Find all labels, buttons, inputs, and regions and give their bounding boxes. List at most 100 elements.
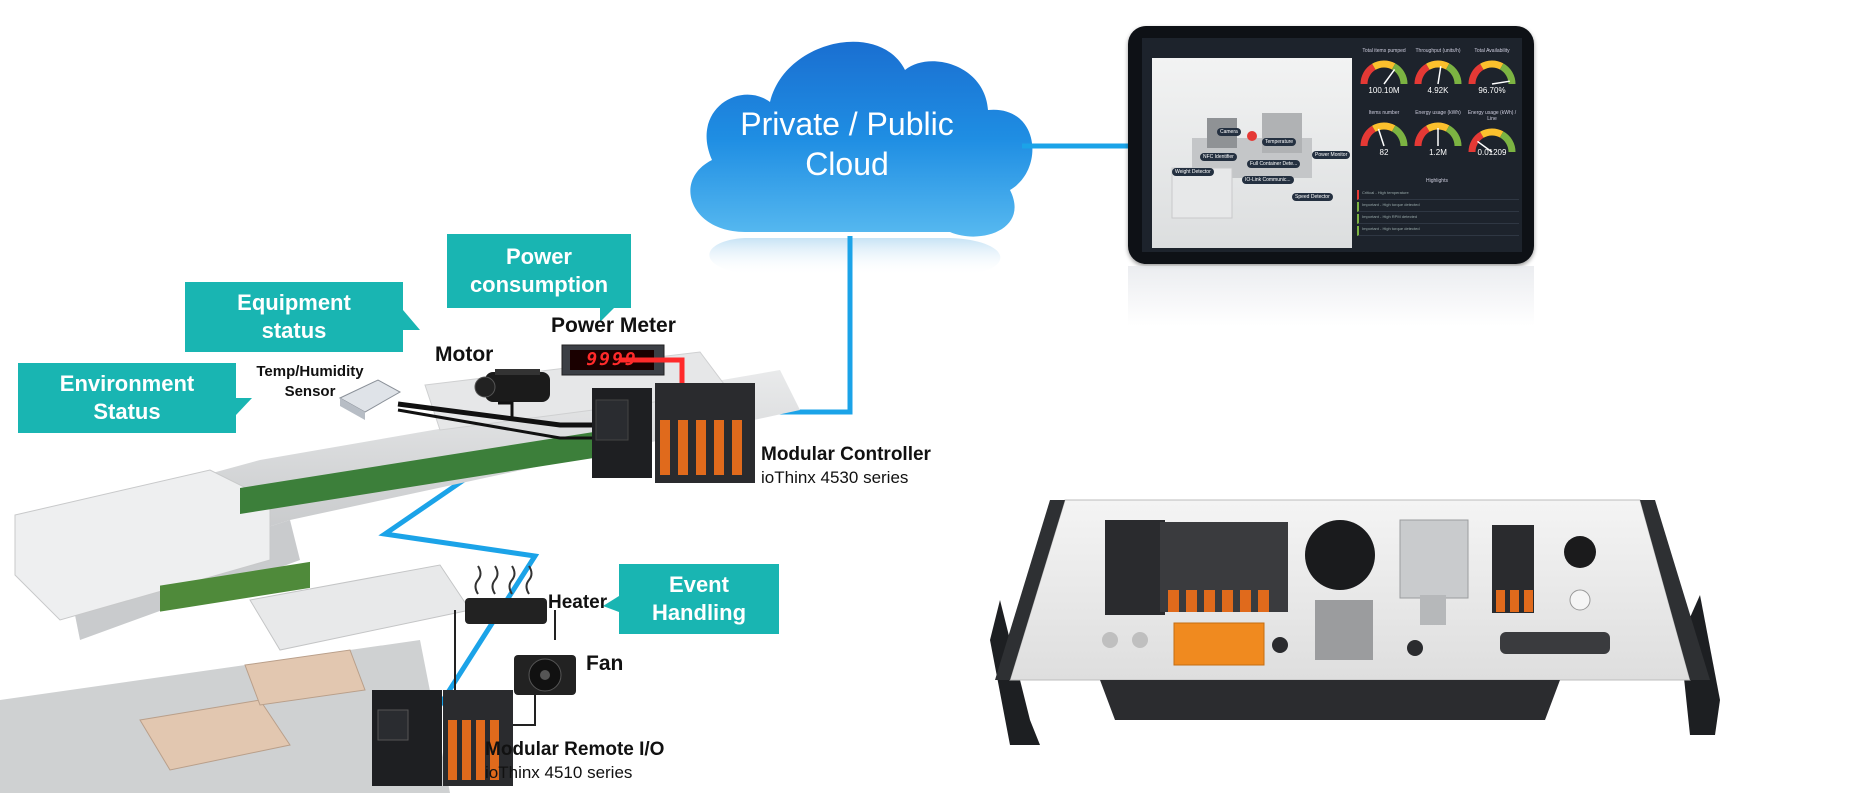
gauge-0: Total items pumped 100.10M [1357,48,1411,102]
power-meter-display: 9999 [586,349,638,370]
gauge-band [1445,125,1462,147]
gauge-value: 4.92K [1427,86,1449,95]
gauge-dial [1468,128,1516,153]
gauge-dial [1360,122,1408,147]
callout-power-line2: consumption [469,272,609,297]
gauge-needle [1491,80,1510,85]
modular-remote-io-device [372,690,513,786]
gauge-band [1468,63,1484,85]
power-meter-device [561,344,665,376]
highlight-row[interactable]: Critical - High temperature [1357,190,1519,200]
tag-speed[interactable]: Speed Detector [1292,193,1333,201]
highlight-row[interactable]: Important - High torque detected [1357,226,1519,236]
demo-kit-panel [990,499,1720,745]
gauge-needle [1476,140,1493,153]
heater-label: Heater [548,592,608,613]
gauge-band [1391,63,1408,85]
gauge-band [1372,60,1396,70]
callout-event-handling: Event Handling [619,564,779,634]
gauge-needle [1377,128,1385,147]
gauge-value: 100.10M [1368,86,1400,95]
sensor-label-line2: Sensor [284,383,336,400]
gauge-1: Throughput (units/h) 4.92K [1411,48,1465,102]
remote-io-series: ioThinx 4510 series [485,763,633,782]
highlight-text: Important - High torque detected [1362,202,1420,207]
tag-temperature[interactable]: Temperature [1262,138,1297,146]
fan-label: Fan [586,652,624,675]
gauge-band [1499,63,1516,85]
gauge-5: Energy usage (kWh) / Line 0.01209 [1465,110,1519,164]
gauge-2: Total Availability 96.70% [1465,48,1519,102]
callout-power-consumption: Power consumption [447,234,631,308]
gauge-band [1468,131,1484,153]
tag-nfc[interactable]: NFC Identifier [1200,153,1237,161]
gauge-dial [1414,60,1462,85]
gauge-dial [1360,60,1408,85]
dashboard-tablet: Camera Temperature NFC Identifier Full C… [1128,26,1534,264]
cloud-label: Private / Public Cloud [712,104,982,184]
highlight-text: Important - High torque detected [1362,226,1420,231]
callout-environment-status: Environment Status [18,363,236,433]
gauge-value: 96.70% [1478,86,1506,95]
callout-environment-line2: Status [93,399,161,424]
controller-name: Modular Controller [761,444,931,465]
highlight-text: Important - High RPM detected [1362,214,1418,219]
gauge-band [1360,63,1376,85]
motor-label: Motor [435,343,494,366]
modular-controller-device [592,383,755,483]
gauge-band [1426,60,1450,70]
gauge-band [1426,122,1450,132]
callout-power-line1: Power [505,244,572,269]
tag-camera[interactable]: Camera [1217,128,1241,136]
highlight-text: Critical - High temperature [1362,190,1409,195]
gauge-value: 82 [1379,148,1389,157]
motor-device [474,369,550,402]
gauge-title: Total items pumped [1362,48,1406,54]
gauge-needle [1437,66,1442,85]
callout-equipment-status: Equipment status [185,282,403,352]
highlight-row[interactable]: Important - High torque detected [1357,202,1519,212]
gauge-value: 1.2M [1429,148,1447,157]
remote-io-name: Modular Remote I/O [485,739,665,760]
gauge-band [1372,122,1396,132]
gauge-band [1480,128,1504,138]
highlight-row[interactable]: Important - High RPM detected [1357,214,1519,224]
gauge-title: Energy usage (kWh) [1415,110,1461,116]
gauge-title: Total Availability [1474,48,1510,54]
controller-series: ioThinx 4530 series [761,468,909,487]
callout-equipment-line2: status [261,318,327,343]
gauge-band [1499,131,1516,153]
gauge-band [1391,125,1408,147]
cloud-label-line1: Private / Public [740,106,954,142]
temp-humidity-sensor-device [338,379,402,420]
gauge-title: Energy usage (kWh) / Line [1467,110,1517,122]
highlights-title: Highlights [1426,178,1448,184]
tag-power-monitor[interactable]: Power Monitor [1312,151,1351,159]
gauge-title: Throughput (units/h) [1415,48,1461,54]
callout-equipment-line1: Equipment [237,290,351,315]
cloud-label-line2: Cloud [805,146,889,182]
callout-event-line1: Event [669,572,729,597]
gauge-band [1480,60,1504,70]
tag-full-container[interactable]: Full Container Dete... [1247,160,1301,168]
gauge-value: 0.01209 [1477,148,1507,157]
gauge-needle [1383,68,1396,85]
cloud-shape [690,41,1033,276]
tag-weight[interactable]: Weight Detector [1172,168,1214,176]
callout-environment-line1: Environment [59,371,195,396]
gauge-band [1445,63,1462,85]
gauge-4: Energy usage (kWh) 1.2M [1411,110,1465,164]
tag-io-link[interactable]: IO-Link Communic... [1242,176,1294,184]
sensor-label: Temp/Humidity Sensor [240,362,380,402]
dashboard-screen: Camera Temperature NFC Identifier Full C… [1142,38,1522,252]
3d-viewer: Camera Temperature NFC Identifier Full C… [1152,58,1352,248]
gauge-band [1360,125,1376,147]
gauge-band [1414,63,1430,85]
callout-event-line2: Handling [651,600,747,625]
gauge-dial [1414,122,1462,147]
power-meter-label: Power Meter [551,314,676,337]
gauge-dial [1468,60,1516,85]
